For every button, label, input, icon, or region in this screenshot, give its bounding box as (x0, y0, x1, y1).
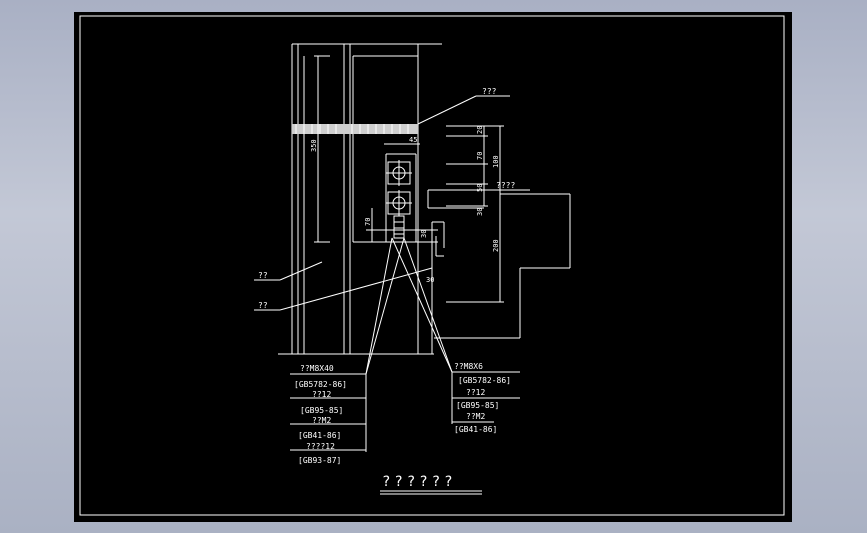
leader-left-b (279, 267, 433, 311)
bom-left-7: [GB93-87] (298, 456, 341, 465)
dim-100: 100 (492, 155, 500, 168)
bolt-upper (386, 160, 412, 186)
hatch-pattern (295, 124, 409, 134)
bom-left-3: [GB95-85] (300, 406, 343, 415)
bolt-lower (386, 190, 412, 216)
callout-right: ???? (496, 181, 515, 190)
dim-350: 350 (310, 139, 318, 152)
bom-left-2: ??12 (312, 390, 331, 399)
hatch-band (292, 124, 418, 134)
bom-left-4: ??M2 (312, 416, 331, 425)
dim-30-lower: 30 (426, 276, 434, 284)
drawing-frame (79, 15, 785, 516)
dim-30-bolt: 30 (420, 230, 428, 238)
leader-left-a (279, 261, 323, 281)
bom-right-0: ??M8X6 (454, 362, 483, 371)
drawing-sheet: ??? 350 45 70 30 (74, 12, 792, 522)
drawing-title: ?????? (382, 474, 457, 490)
dim-50: 50 (476, 184, 484, 192)
bom-right-4: ??M2 (466, 412, 485, 421)
dim-45: 45 (409, 136, 417, 144)
bom-right-3: [GB95-85] (456, 401, 499, 410)
dim-chain-right (446, 125, 504, 303)
bom-left-leader-1 (365, 237, 393, 375)
bom-right-2: ??12 (466, 388, 485, 397)
cad-drawing: ??? 350 45 70 30 (79, 15, 785, 516)
bom-left-6: ????12 (306, 442, 335, 451)
bom-right: ??M8X6 [GB5782-86] ??12 [GB95-85] ??M2 [… (451, 362, 520, 434)
bom-left-5: [GB41-86] (298, 431, 341, 440)
dim-20: 20 (476, 126, 484, 134)
callout-left-a: ?? (258, 271, 268, 280)
callout-top: ??? (482, 87, 497, 96)
bom-right-5: [GB41-86] (454, 425, 497, 434)
bom-right-1: [GB5782-86] (458, 376, 511, 385)
wall-section (278, 43, 442, 355)
right-bracket (427, 189, 571, 354)
bom-left-0: ??M8X40 (300, 364, 334, 373)
bom-right-leader-1 (391, 237, 453, 373)
dim-70-left: 70 (364, 218, 372, 226)
bolt-shank (393, 215, 405, 239)
bom-left-1: [GB5782-86] (294, 380, 347, 389)
top-leader (417, 95, 477, 125)
dim-70-right: 70 (476, 152, 484, 160)
dim-30-right: 30 (476, 208, 484, 216)
dim-200: 200 (492, 239, 500, 252)
bom-left: ??M8X40 [GB5782-86] ??12 [GB95-85] ??M2 … (290, 364, 367, 465)
callout-left-b: ?? (258, 301, 268, 310)
bracket-plate (366, 153, 438, 243)
